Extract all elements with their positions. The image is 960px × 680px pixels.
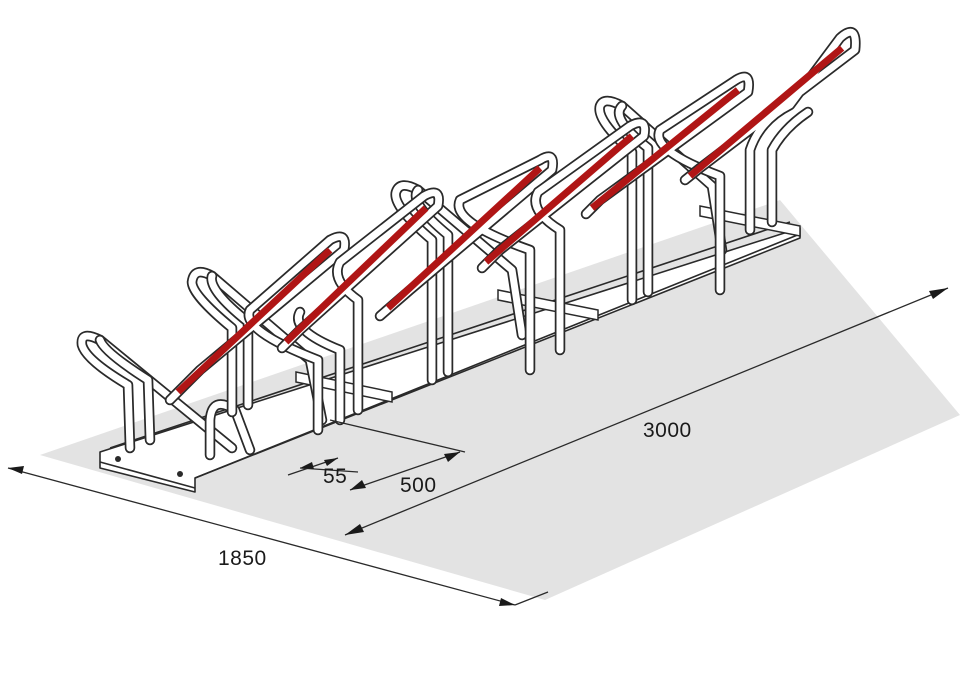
dimension-tube-gap-label: 55 bbox=[323, 465, 347, 488]
dimension-spacing: 500 bbox=[329, 419, 466, 497]
bolt-hole bbox=[115, 456, 121, 462]
dimension-width-label: 1850 bbox=[218, 547, 267, 570]
high-holder-3 bbox=[374, 151, 558, 376]
high-holder-2 bbox=[276, 187, 444, 416]
dimension-length-label: 3000 bbox=[643, 419, 692, 442]
high-holder-4 bbox=[476, 117, 650, 356]
dimension-spacing-label: 500 bbox=[400, 474, 437, 497]
dimension-length: 3000 bbox=[344, 287, 949, 536]
dimension-width: 1850 bbox=[7, 466, 549, 606]
high-holder-6 bbox=[679, 27, 861, 236]
dimension-tube-gap: 55 bbox=[287, 457, 359, 488]
high-holder-5 bbox=[580, 71, 754, 296]
floor-area bbox=[40, 200, 960, 600]
bolt-hole bbox=[177, 471, 183, 477]
